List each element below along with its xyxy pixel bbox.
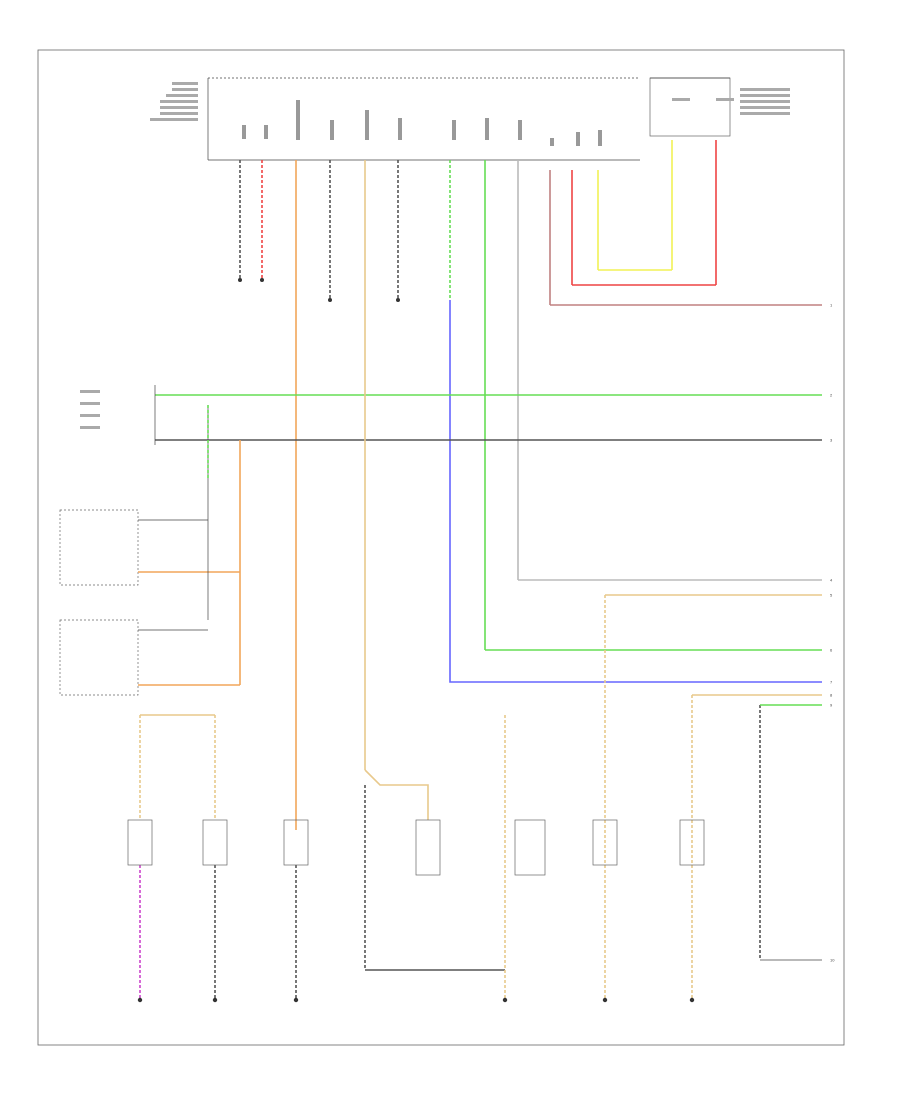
- blue-wire: [449, 300, 822, 683]
- main-connector: [150, 77, 640, 161]
- connector-wires: [238, 140, 822, 830]
- edge-flag: 4: [830, 578, 833, 583]
- edge-flag: 3: [830, 438, 833, 443]
- edge-flag: 7: [830, 680, 833, 685]
- edge-flag: 9: [830, 703, 833, 708]
- edge-flag: 1: [830, 303, 833, 308]
- left-switch-group: [59, 405, 241, 696]
- top-right-connector: [649, 77, 790, 137]
- edge-flag: 6: [830, 648, 833, 653]
- right-edge-flags: 1 2 3 4 5 6 7 8 9 10: [830, 303, 835, 963]
- edge-flag: 8: [830, 693, 833, 698]
- edge-flag: 2: [830, 393, 833, 398]
- edge-flag: 10: [830, 958, 835, 963]
- horizontal-buses: [80, 385, 822, 445]
- bottom-components: [127, 300, 822, 1003]
- edge-flag: 5: [830, 593, 833, 598]
- diagram-frame: [37, 49, 845, 1046]
